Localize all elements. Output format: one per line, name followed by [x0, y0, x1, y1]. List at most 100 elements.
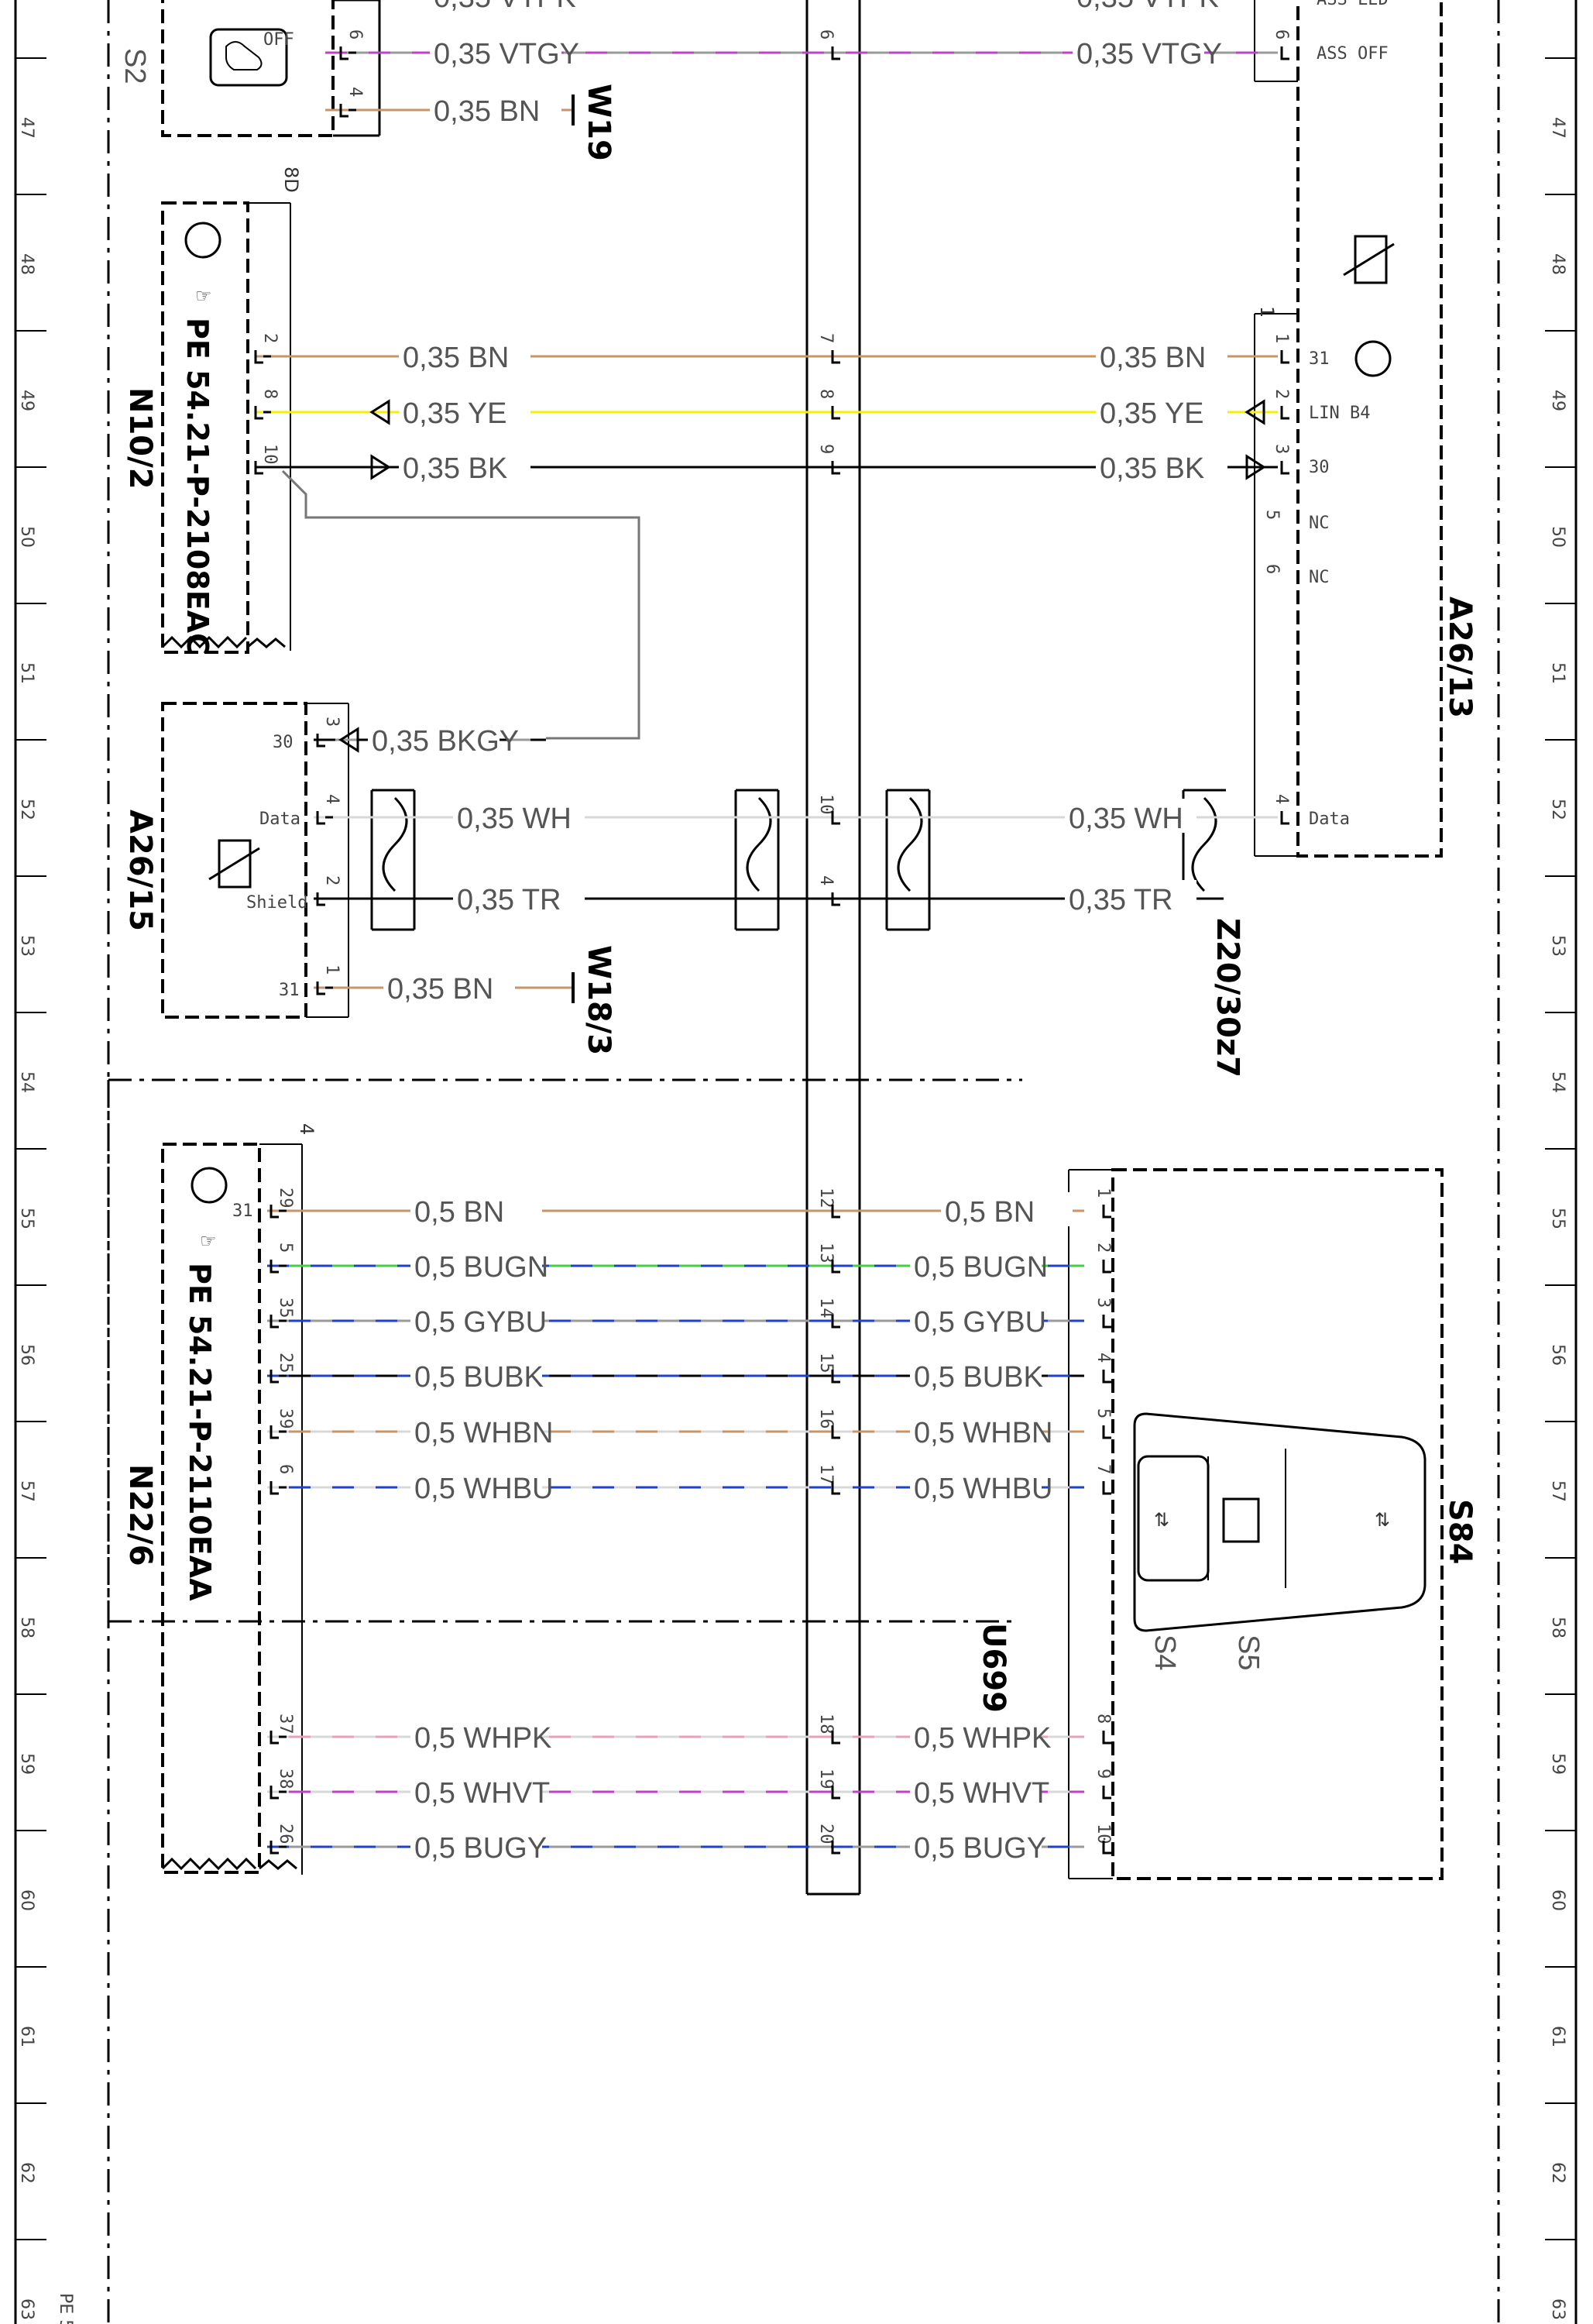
ruler-tick-label: 50: [1548, 526, 1567, 548]
ruler-tick-label: 63: [1548, 2298, 1567, 2320]
pin-number-right: 3: [1093, 1298, 1113, 1308]
ruler-tick-label: 50: [17, 526, 36, 548]
a26-13-pin-lin: LIN B4: [1309, 404, 1370, 423]
pin-number-left: 1: [322, 964, 342, 975]
wire-label-right: 0,5 WHBN: [914, 1417, 1052, 1449]
s2-switch: OFF S2: [118, 0, 381, 137]
wire-label-right: 0,5 BUGN: [914, 1251, 1048, 1284]
bkgy-route-line: [281, 469, 640, 740]
ruler-tick-label: 59: [1548, 1753, 1567, 1775]
ruler-tick-label: 58: [17, 1617, 36, 1638]
pin-number-left: 2: [322, 875, 342, 885]
hand-pointer-icon: ☞: [195, 285, 212, 307]
ruler-tick-label: 59: [17, 1753, 36, 1775]
pin-number-left: 4: [345, 87, 365, 97]
pin-number-mid: 7: [816, 333, 836, 343]
a26-13-pin-data: Data: [1309, 810, 1350, 829]
wire-label: 0,5 BUBK: [414, 1361, 544, 1394]
pin-number-left: 6: [276, 1464, 295, 1474]
wire-label: 0,35 BN: [403, 342, 509, 374]
n10-2-pe-label: PE 54.21-P-2108EAC: [180, 318, 215, 655]
pin-number-left: 25: [276, 1353, 295, 1373]
car-rear-icon: ⇅: [1154, 1509, 1169, 1531]
wire-label: 0,5 GYBU: [414, 1306, 547, 1339]
a26-15-pin-data: Data: [259, 810, 300, 829]
ruler-tick-label: 62: [1548, 2162, 1567, 2184]
ruler-tick-label: 47: [17, 117, 36, 139]
wire: 0,35 VTPK0,35 VTPK: [430, 0, 1219, 14]
wire-label: 0,35 WH: [457, 803, 572, 835]
z20-label: Z20/30z7: [1210, 918, 1245, 1078]
w19-label: W19: [581, 84, 616, 161]
wire-label: 0,5 WHPK: [414, 1722, 551, 1755]
ruler-tick-label: 51: [1548, 662, 1567, 684]
signal-arrow-icon: [369, 399, 390, 425]
wire-label-right: 0,35 BN: [1100, 342, 1206, 374]
pin-number-left: 8: [260, 389, 280, 399]
wire-label-right: 0,35 WH: [1069, 803, 1183, 835]
wire-label: 0,35 YE: [403, 397, 507, 430]
a26-13-pin-31: 31: [1309, 349, 1330, 369]
ruler-tick-label: 62: [17, 2162, 36, 2184]
ass-off-button-icon: [209, 28, 288, 87]
pin-number-right: 4: [1093, 1353, 1113, 1363]
wire-label-right: 0,5 BN: [945, 1196, 1035, 1229]
a26-15-pin-30: 30: [273, 733, 294, 752]
wire-label: 0,35 BN: [387, 973, 493, 1006]
svg-text:5: 5: [1262, 510, 1282, 520]
ruler-tick-label: 56: [1548, 1344, 1567, 1366]
pin-number-right: 7: [1093, 1464, 1113, 1474]
ruler-tick-label: 56: [17, 1344, 36, 1366]
pin-number-right: 1: [1093, 1188, 1113, 1198]
wire-label: 0,5 WHBN: [414, 1417, 553, 1449]
wire-label-right: 0,35 VTGY: [1076, 38, 1222, 70]
u699-label: U699: [976, 1623, 1011, 1713]
n22-6-label: N22/6: [122, 1464, 158, 1566]
wire-label: 0,5 BUGY: [414, 1832, 547, 1865]
s2-label: S2: [118, 48, 151, 84]
twisted-pair-shields: [370, 789, 1226, 931]
pin-number-mid: 8: [816, 389, 836, 399]
a26-13-module: A26/13 1 ASS LED ASS OFF 31 LIN B4 30 NC…: [1254, 0, 1478, 858]
pin-number-left: 26: [276, 1824, 295, 1844]
svg-text:OFF: OFF: [263, 30, 294, 50]
a26-15-module: A26/15 30 Data Shield 31: [122, 702, 349, 1019]
pin-number-right: 9: [1093, 1769, 1113, 1779]
w18-3-label: W18/3: [581, 945, 616, 1055]
wire: 0,35 BN4: [325, 87, 575, 128]
svg-text:6: 6: [1262, 564, 1282, 574]
pin-number-mid: 9: [816, 444, 836, 454]
ruler-tick-label: 55: [1548, 1208, 1567, 1229]
pin-number-right: 3: [1272, 444, 1291, 454]
control-unit-icon: [1354, 340, 1392, 377]
pin-number-right: 1: [1272, 333, 1291, 343]
pin-number-left: 29: [276, 1188, 295, 1208]
a26-15-label: A26/15: [122, 810, 158, 931]
a26-13-pin-ass-off: ASS OFF: [1317, 44, 1389, 64]
sensor-thermistor-icon: [1343, 235, 1395, 284]
s84-switch: ⇅ ⇅ S84 S4 S5: [1068, 1168, 1478, 1880]
wire-label: 0,35 BK: [403, 452, 507, 485]
wire-label-right: 0,5 BUGY: [914, 1832, 1046, 1865]
wire-label: 0,5 BN: [414, 1196, 504, 1229]
control-unit-icon: [191, 1167, 228, 1204]
pin-number-left: 6: [345, 29, 365, 40]
s5-label: S5: [1232, 1635, 1265, 1670]
n22-6-connector-label: 4: [296, 1123, 318, 1135]
pin-number-right: 5: [1093, 1408, 1113, 1418]
ruler-tick-label: 47: [1548, 117, 1567, 139]
wire: 0,35 BN 1: [314, 964, 575, 1006]
ruler-tick-label: 55: [17, 1208, 36, 1229]
pin-number-right: 8: [1093, 1714, 1113, 1724]
